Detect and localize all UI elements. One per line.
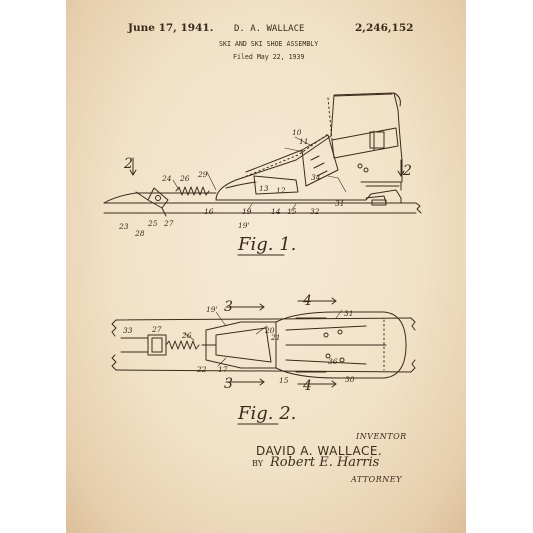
ref-numeral: 25 (147, 219, 158, 228)
ref-numeral: 29 (197, 170, 208, 179)
ref-numeral: 31 (344, 309, 354, 318)
inventor-name: DAVID A. WALLACE. (256, 444, 383, 458)
section-mark-3-top: 3 (224, 299, 233, 315)
ref-numeral: 19' (238, 221, 250, 230)
patent-date: June 17, 1941. (128, 22, 214, 34)
ref-numeral: 24 (161, 174, 172, 183)
ref-numeral: 27 (151, 325, 162, 334)
ref-numeral: 34 (311, 173, 321, 182)
patent-sheet: June 17, 1941. D. A. WALLACE 2,246,152 S… (66, 0, 466, 533)
ref-numeral: 33 (123, 326, 133, 335)
ref-numeral: 28 (134, 229, 145, 238)
ref-numeral: 32 (310, 207, 320, 216)
inventor-header: D. A. WALLACE (234, 24, 305, 34)
ref-numeral: 31 (335, 199, 345, 208)
ref-numeral: 12 (276, 186, 286, 195)
fig2-label: Fig. 2. (238, 403, 297, 424)
patent-drawing: 10 11 12 13 34 29 24 26 16 19 14 15 32 3… (103, 92, 422, 425)
ref-numeral: 15 (279, 376, 289, 385)
ref-numeral: 30 (345, 375, 355, 384)
by-label: BY (252, 459, 264, 468)
ref-numeral: 19 (242, 207, 252, 216)
ref-numeral: 17 (218, 365, 228, 374)
ref-numeral: 15 (287, 207, 297, 216)
fig1-ski-shoe-side-view (103, 92, 422, 217)
ref-numeral: 14 (271, 207, 281, 216)
section-mark-4-top: 4 (302, 293, 312, 309)
ref-numeral: 36 (328, 357, 338, 366)
ref-numeral: 13 (259, 184, 269, 193)
ref-numeral: 26 (179, 174, 190, 183)
fig1-reference-numerals: 10 11 12 13 34 29 24 26 16 19 14 15 32 3… (118, 128, 345, 238)
fig2-reference-numerals: 19' 20 21 31 33 26 27 22 17 15 30 36 (123, 305, 355, 385)
section-mark-4-bottom: 4 (302, 378, 312, 394)
ref-numeral: 27 (163, 219, 174, 228)
section-mark-2-right: 2 (402, 163, 412, 179)
ref-numeral: 16 (204, 207, 214, 216)
fig1-label: Fig. 1. (238, 234, 297, 255)
ref-numeral: 21 (270, 333, 281, 342)
ref-numeral: 19' (206, 305, 218, 314)
filed-date: Filed May 22, 1939 (233, 53, 305, 61)
section-marks: 2 2 3 3 4 4 (123, 156, 412, 394)
patent-title: SKI AND SKI SHOE ASSEMBLY (219, 40, 319, 48)
ref-numeral: 26 (181, 331, 192, 340)
inventor-caption: INVENTOR (356, 432, 407, 441)
section-mark-2-left: 2 (123, 156, 133, 172)
ref-numeral: 22 (196, 365, 207, 374)
attorney-signature: Robert E. Harris (270, 455, 380, 470)
ref-numeral: 20 (264, 326, 275, 335)
attorney-caption: ATTORNEY (351, 475, 402, 484)
section-mark-3-bottom: 3 (224, 376, 233, 392)
ref-numeral: 11 (299, 137, 309, 146)
ref-numeral: 10 (292, 128, 302, 137)
patent-number: 2,246,152 (355, 22, 414, 34)
fig2-ski-plan-view (111, 297, 416, 388)
ref-numeral: 23 (118, 222, 129, 231)
